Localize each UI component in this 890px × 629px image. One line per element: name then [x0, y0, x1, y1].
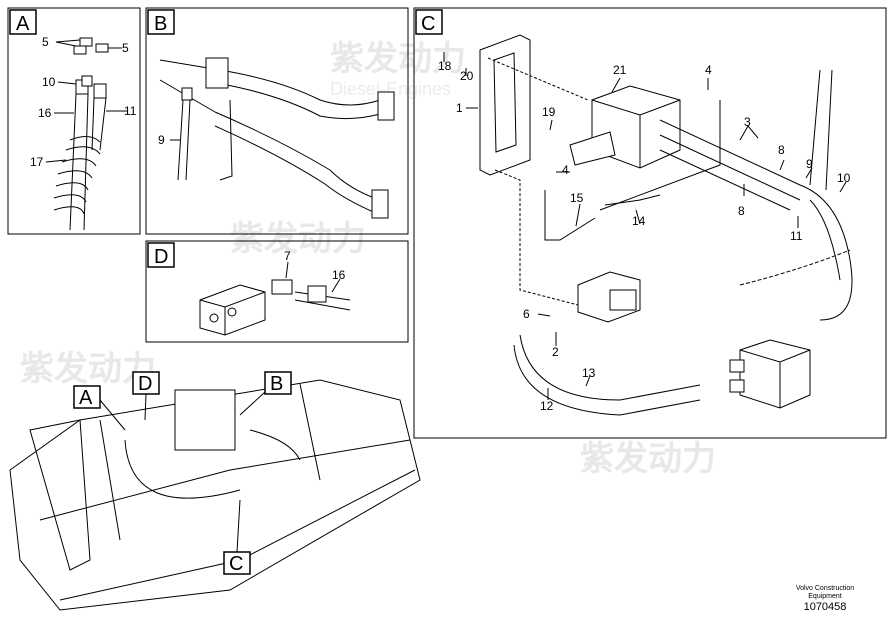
watermark-text: Diesel-Engines [330, 79, 451, 99]
callout-label: 4 [562, 163, 569, 177]
callout-label: 18 [438, 59, 452, 73]
overview-marker-a: A [73, 385, 126, 431]
callout-label: 13 [582, 366, 596, 380]
footer: Volvo Construction Equipment 1070458 [775, 585, 875, 613]
part-number: 1070458 [803, 601, 847, 613]
watermark-text: 紫发动力 [580, 439, 716, 479]
callout-label: 3 [744, 115, 751, 129]
callout-label: 10 [837, 171, 851, 185]
callout-label: B [270, 373, 283, 395]
callout-label: 9 [806, 157, 813, 171]
callout-label: 10 [42, 75, 56, 89]
watermark-text: 紫发动力 [330, 39, 466, 79]
callout-label: 12 [540, 399, 554, 413]
company-line1: Volvo Construction [795, 585, 855, 592]
callout-label: 20 [460, 69, 474, 83]
overview-marker-b: B [239, 371, 292, 416]
callout-label: 7 [284, 249, 291, 263]
callout-label: 11 [124, 104, 137, 118]
callout-label: 1 [456, 101, 463, 115]
callout-label: 2 [552, 345, 559, 359]
callout-label: 16 [332, 268, 346, 282]
callout-label: 11 [790, 229, 803, 243]
callout-label: A [16, 13, 30, 35]
callout-label: C [421, 13, 435, 35]
callout-label: 15 [570, 191, 584, 205]
callout-label: 16 [38, 106, 52, 120]
callout-label: B [154, 13, 167, 35]
callout-label: 6 [523, 307, 530, 321]
callout-label: A [79, 387, 93, 409]
callout-label: 8 [738, 204, 745, 218]
company-line2: Equipment [808, 593, 842, 600]
callout-label: 5 [42, 35, 49, 49]
machine-overview: A D B C [9, 371, 421, 611]
panel-d: D 7 16 [145, 240, 409, 343]
callout-label: 21 [613, 63, 627, 77]
callout-label: D [154, 246, 168, 268]
panel-c: C 18 20 21 4 1 19 3 8 4 9 10 15 1 [413, 7, 887, 439]
callout-label: 4 [705, 63, 712, 77]
callout-label: 19 [542, 105, 556, 119]
callout-label: 14 [632, 214, 646, 228]
panel-a: A 5 5 10 16 11 17 [7, 7, 141, 235]
panel-b: B 9 [145, 7, 409, 235]
overview-marker-d: D [132, 371, 160, 421]
callout-label: 9 [158, 133, 165, 147]
hose-assembly-a [53, 37, 109, 231]
watermark-text: 紫发动力 [230, 219, 366, 259]
overview-marker-c: C [223, 499, 251, 575]
callout-label: 17 [30, 155, 44, 169]
callout-label: D [138, 373, 152, 395]
callout-label: C [229, 553, 243, 575]
callout-label: 8 [778, 143, 785, 157]
callout-label: 5 [122, 41, 129, 55]
